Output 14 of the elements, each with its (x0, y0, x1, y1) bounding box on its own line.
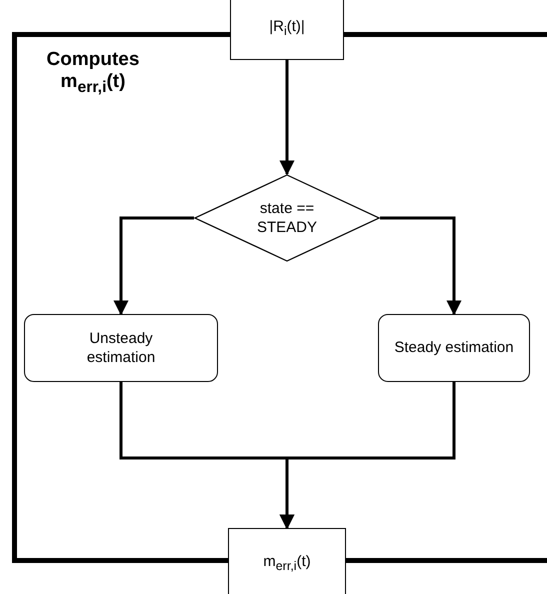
process-box (230, 0, 344, 60)
process-box (228, 528, 346, 594)
arrow (380, 216, 462, 316)
node-label: state == STEADY (256, 198, 318, 238)
arrow (280, 382, 456, 530)
node-label: |R$_{i}$(t)| (269, 17, 305, 40)
node-label: m$_{err,i}$(t) (263, 552, 311, 574)
node-label: Steady estimation (394, 338, 514, 358)
arrow (280, 60, 294, 176)
arrow (114, 216, 194, 316)
node-label: Unsteady estimation (86, 328, 156, 368)
process-box (378, 314, 530, 382)
group-heading: Computes m$_{err,i}$(t) (46, 49, 140, 97)
process-box (24, 314, 218, 382)
